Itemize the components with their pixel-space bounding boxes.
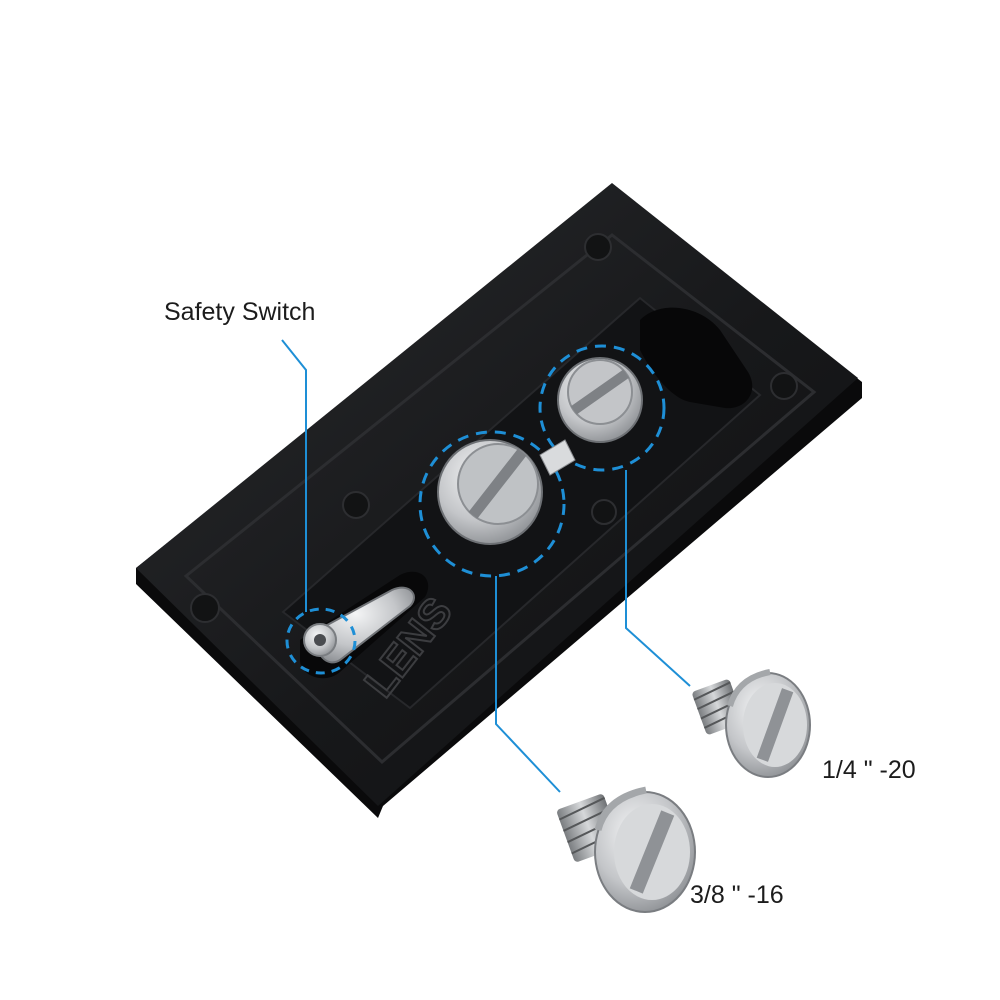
d-ring-icon [594,786,647,832]
hex-socket-icon [314,634,326,646]
screw-connector [539,439,576,476]
keyhole-slot [640,307,753,409]
safety-switch [285,586,415,675]
mounted-screw-large [418,430,566,578]
label-screw-quarter: 1/4 " -20 [822,756,916,784]
screw-slot [629,810,675,894]
callout-line-safety [281,339,307,612]
screw-slot [570,369,630,415]
screw-slot [468,448,527,519]
mounted-screw-small [538,344,666,472]
label-screw-three-eighths: 3/8 " -16 [690,881,784,909]
dimple [190,593,220,623]
dimple [591,499,617,525]
screw-slot [756,688,794,762]
dimple [770,372,798,400]
callout-circle-small [538,344,666,472]
plate-rim-inner [183,233,817,765]
dimple [342,491,370,519]
callout-line-small [625,470,691,687]
dimple [584,233,612,261]
label-safety-switch: Safety Switch [164,298,316,326]
loose-screw-quarter [692,669,811,778]
loose-screw-three-eighths [557,786,696,913]
callout-circle-large [418,430,566,578]
callout-line-large [495,576,561,793]
callout-circle-safety [285,607,357,675]
d-ring-icon [727,669,771,707]
